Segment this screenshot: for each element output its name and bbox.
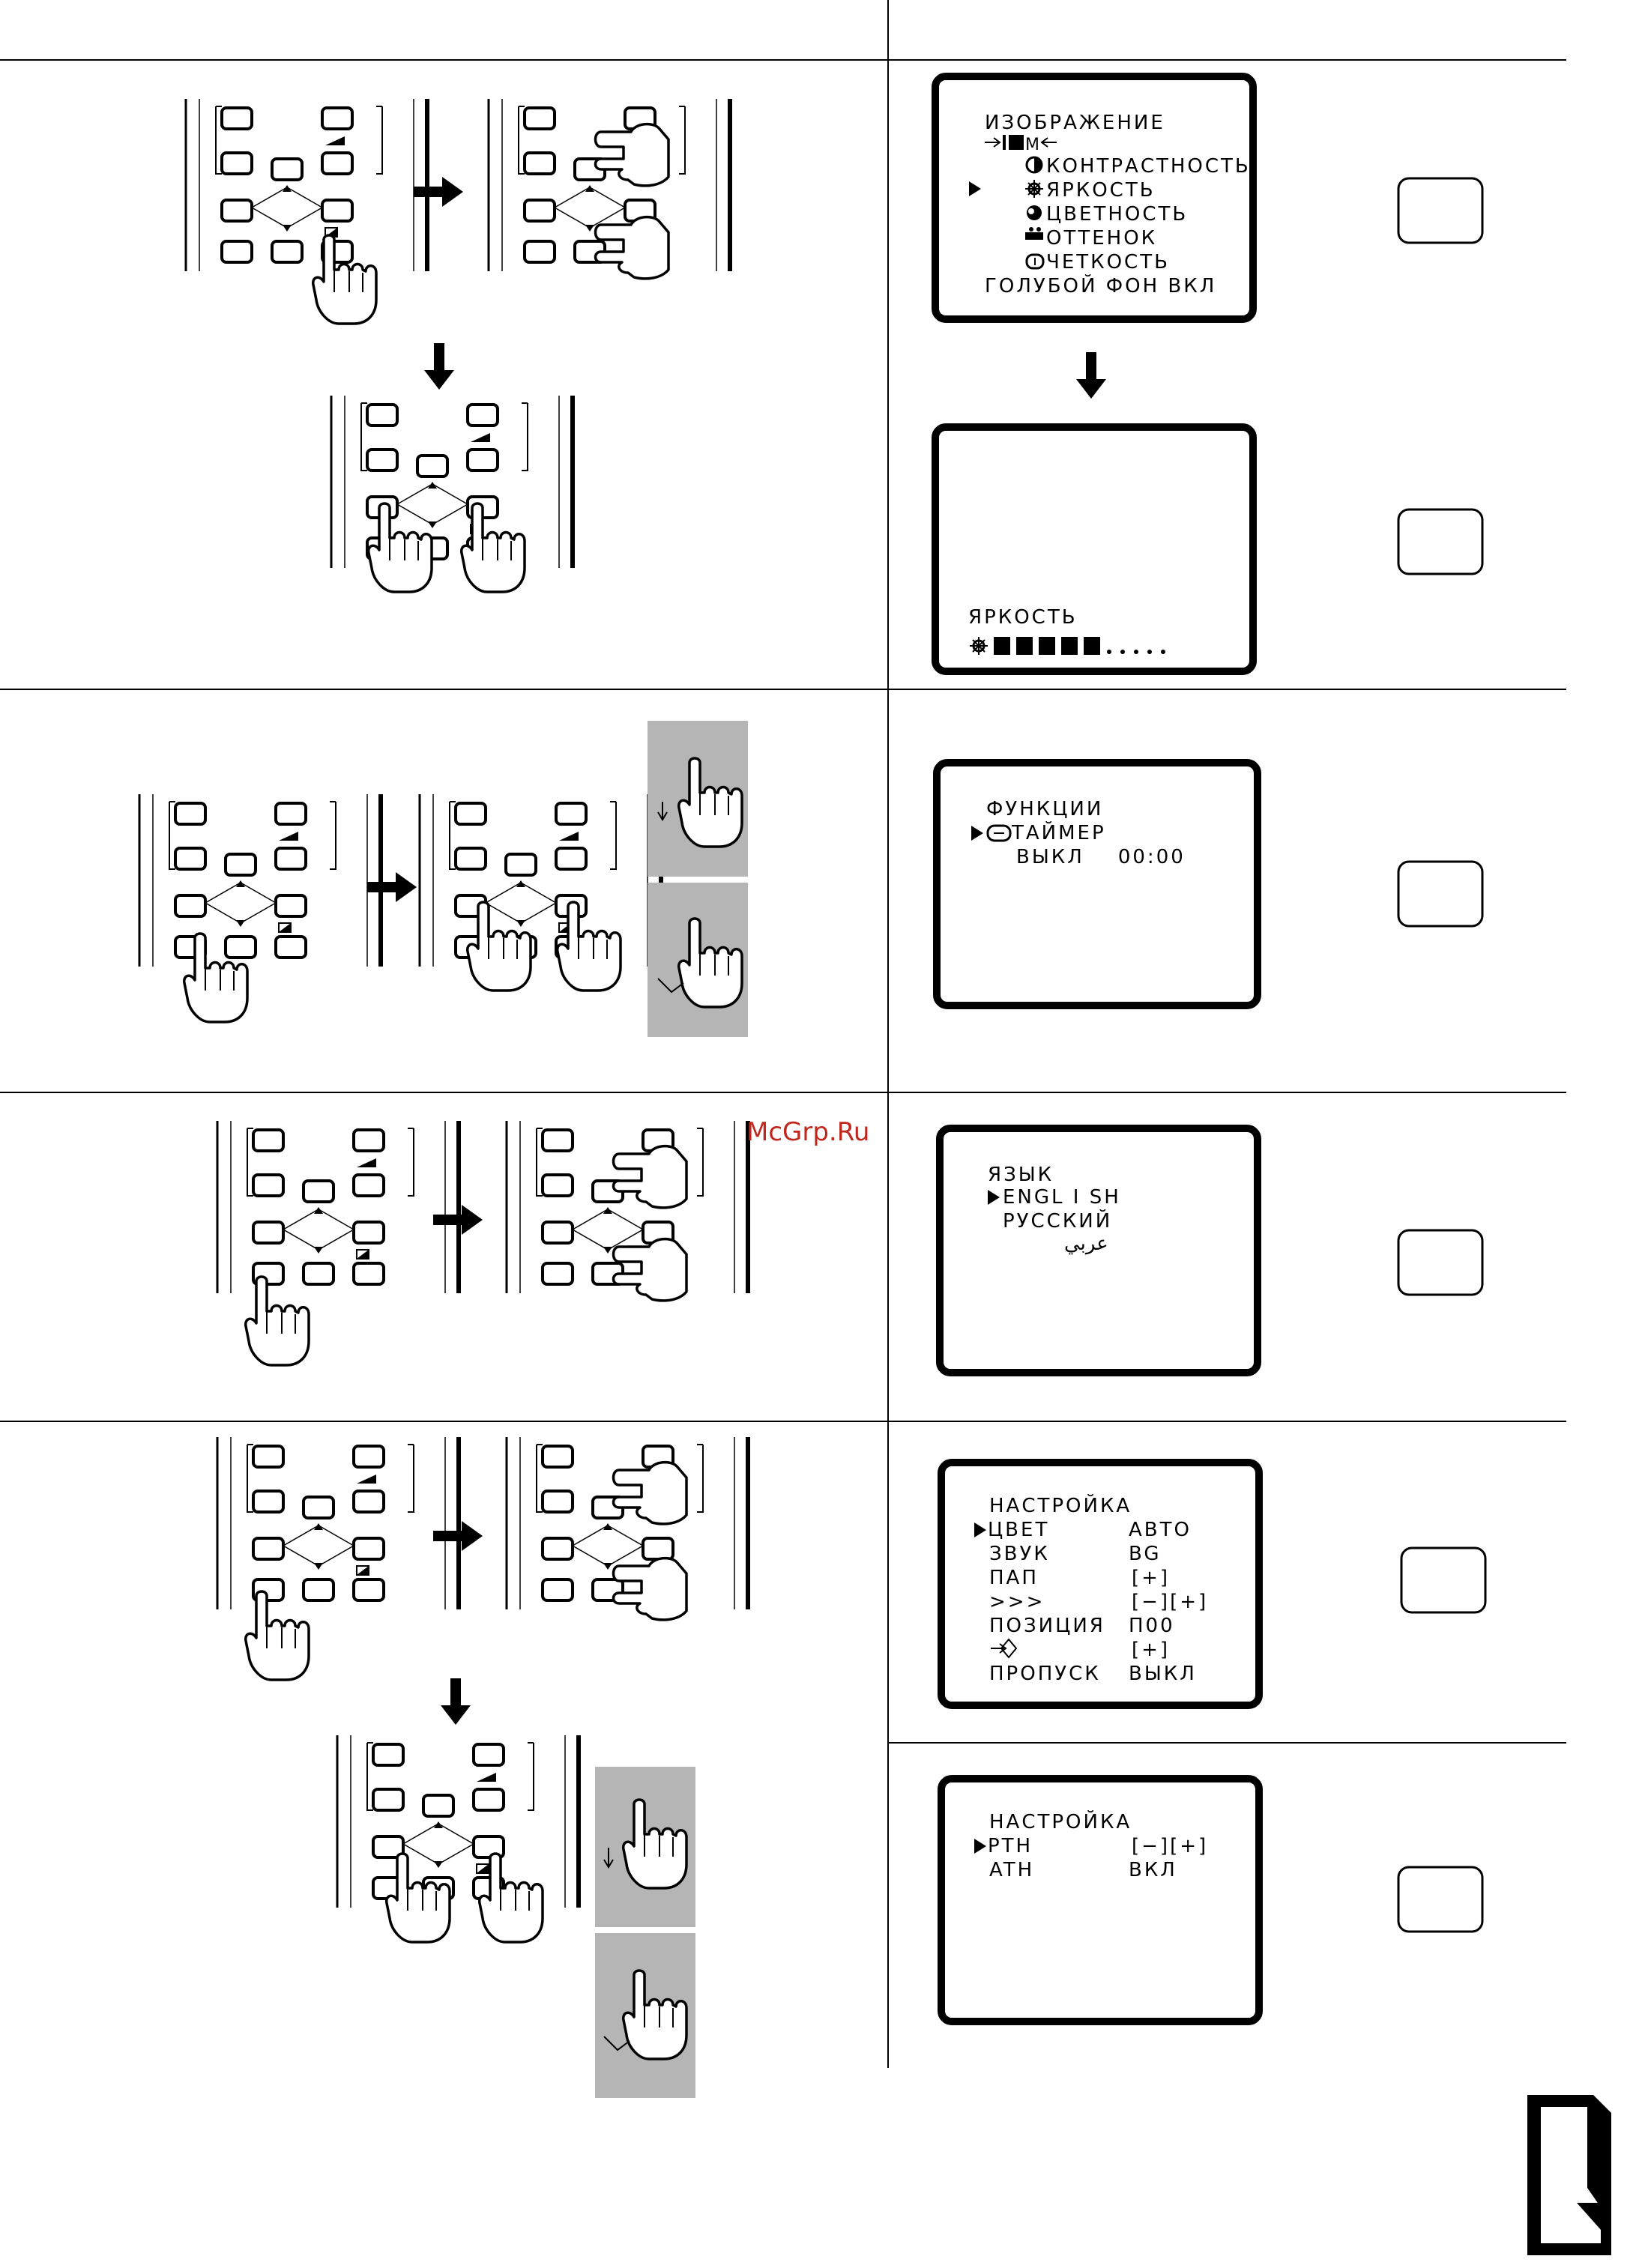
level-segment-filled	[1084, 637, 1100, 655]
fine-value-pth: [−][+]	[1132, 1835, 1208, 1857]
remote-illustration	[331, 396, 573, 568]
menu-title: ФУНКЦИИ	[986, 798, 1103, 820]
remote-illustration	[507, 1437, 748, 1609]
setup-value-position: П00	[1129, 1615, 1175, 1637]
language-option-english: ENGL I SH	[1003, 1186, 1121, 1209]
color-icon	[1027, 205, 1042, 220]
tv-screen-brightness	[935, 427, 1253, 671]
watermark: McGrp.Ru	[746, 1117, 869, 1147]
arrow-right-icon	[367, 872, 417, 902]
blank-box	[1398, 1230, 1482, 1295]
fine-value-ath: ВКЛ	[1129, 1859, 1177, 1881]
setup-label-skip: ПРОПУСК	[989, 1663, 1101, 1685]
sharpness-icon	[1027, 255, 1043, 268]
level-segment-filled	[1039, 637, 1055, 655]
hand-press-icon	[468, 902, 531, 991]
menu-item-brightness: ЯРКОСТЬ	[1046, 179, 1156, 202]
blank-box	[1398, 178, 1482, 243]
setup-label-search: ПАП	[989, 1567, 1039, 1589]
menu-title: НАСТРОЙКА	[989, 1493, 1132, 1517]
arrow-right-icon	[414, 177, 463, 207]
menu-title: ИЗОБРАЖЕНИЕ	[985, 112, 1165, 134]
blank-box	[1398, 1867, 1482, 1932]
arrow-down-icon	[424, 343, 454, 390]
hand-press-icon	[480, 1854, 543, 1942]
level-segment-empty	[1161, 650, 1165, 654]
level-segment-filled	[994, 637, 1010, 655]
language-option-arabic: عربي	[1064, 1233, 1108, 1255]
setup-value-store: [+]	[1132, 1639, 1170, 1661]
setup-label-sound: ЗВУК	[989, 1543, 1050, 1565]
blank-box	[1398, 862, 1482, 926]
setup-value-sound: BG	[1129, 1543, 1162, 1565]
remote-illustration	[139, 794, 381, 967]
hand-press-icon	[614, 1463, 687, 1524]
setup-value-skip: ВЫКЛ	[1129, 1663, 1197, 1685]
level-segment-empty	[1134, 650, 1138, 654]
level-segment-filled	[1061, 637, 1078, 655]
hand-press-icon	[387, 1854, 450, 1942]
blank-box	[1398, 509, 1482, 574]
brightness-label: ЯРКОСТЬ	[968, 606, 1078, 629]
hand-press-icon	[596, 124, 669, 186]
remote-illustration	[217, 1437, 459, 1609]
remote-illustration	[337, 1735, 579, 1908]
level-segment-filled	[1016, 637, 1033, 655]
timer-icon	[988, 826, 1010, 841]
fine-label-ath: ATH	[989, 1859, 1034, 1881]
setup-value-color: АВТО	[1129, 1519, 1192, 1541]
setup-label-position: ПОЗИЦИЯ	[989, 1615, 1105, 1637]
section-setup: НАСТРОЙКА ЦВЕТ АВТО ЗВУК BG ПАП [+] >>> …	[217, 1437, 1485, 2098]
page-grid	[0, 0, 1566, 2068]
arrow-down-icon	[441, 1678, 471, 1725]
level-segment-empty	[1147, 650, 1152, 654]
menu-item-sharpness: ЧЕТКОСТЬ	[1046, 251, 1170, 273]
remote-illustration	[217, 1121, 459, 1293]
menu-title: ЯЗЫК	[988, 1164, 1054, 1186]
hand-press-icon	[246, 1591, 309, 1680]
remote-illustration	[507, 1121, 748, 1293]
menu-item-blue-background: ГОЛУБОЙ ФОН ВКЛ	[985, 273, 1216, 297]
hand-press-icon	[558, 902, 621, 991]
setup-value-fine: [−][+]	[1132, 1591, 1208, 1613]
fine-label-pth: PTH	[988, 1835, 1033, 1857]
remote-illustration	[420, 794, 661, 967]
blank-box	[1401, 1548, 1485, 1612]
setup-label-color: ЦВЕТ	[988, 1519, 1049, 1541]
setup-value-search: [+]	[1132, 1567, 1170, 1589]
language-option-russian: РУССКИЙ	[1003, 1209, 1112, 1233]
menu-item-tint: ОТТЕНОК	[1046, 227, 1157, 250]
menu-item-timer: ТАЙМЕР	[1011, 820, 1106, 844]
hand-press-icon	[596, 217, 669, 279]
page-corner-icon	[1527, 2095, 1611, 2255]
menu-item-color: ЦВЕТНОСТЬ	[1046, 203, 1188, 226]
timer-value: ВЫКЛ 00:00	[1016, 846, 1186, 868]
menu-title: НАСТРОЙКА	[989, 1809, 1132, 1833]
section-language: McGrp.Ru ЯЗЫК ENGL I SH РУССКИЙ عربي	[217, 1117, 1482, 1373]
hand-press-icon	[614, 1239, 687, 1301]
hand-press-icon	[614, 1558, 687, 1620]
level-segment-empty	[1107, 650, 1111, 654]
menu-item-contrast: КОНТРАСТНОСТЬ	[1046, 155, 1251, 178]
remote-illustration	[186, 99, 427, 271]
hand-press-icon	[614, 1146, 687, 1208]
hand-press-icon	[246, 1277, 309, 1365]
level-segment-empty	[1120, 650, 1125, 654]
hand-press-icon	[369, 504, 432, 592]
section-picture-brightness: ИЗОБРАЖЕНИЕ M КОНТРАСТНОСТЬ ЯРКОСТЬ ЦВЕТ…	[186, 76, 1482, 671]
setup-label-fine: >>>	[989, 1591, 1045, 1613]
arrow-down-icon	[1076, 352, 1106, 399]
section-timer: ФУНКЦИИ ТАЙМЕР ВЫКЛ 00:00	[139, 721, 1482, 1037]
svg-text:M: M	[1025, 136, 1042, 154]
contrast-icon	[1027, 157, 1042, 172]
remote-illustration	[489, 99, 730, 271]
